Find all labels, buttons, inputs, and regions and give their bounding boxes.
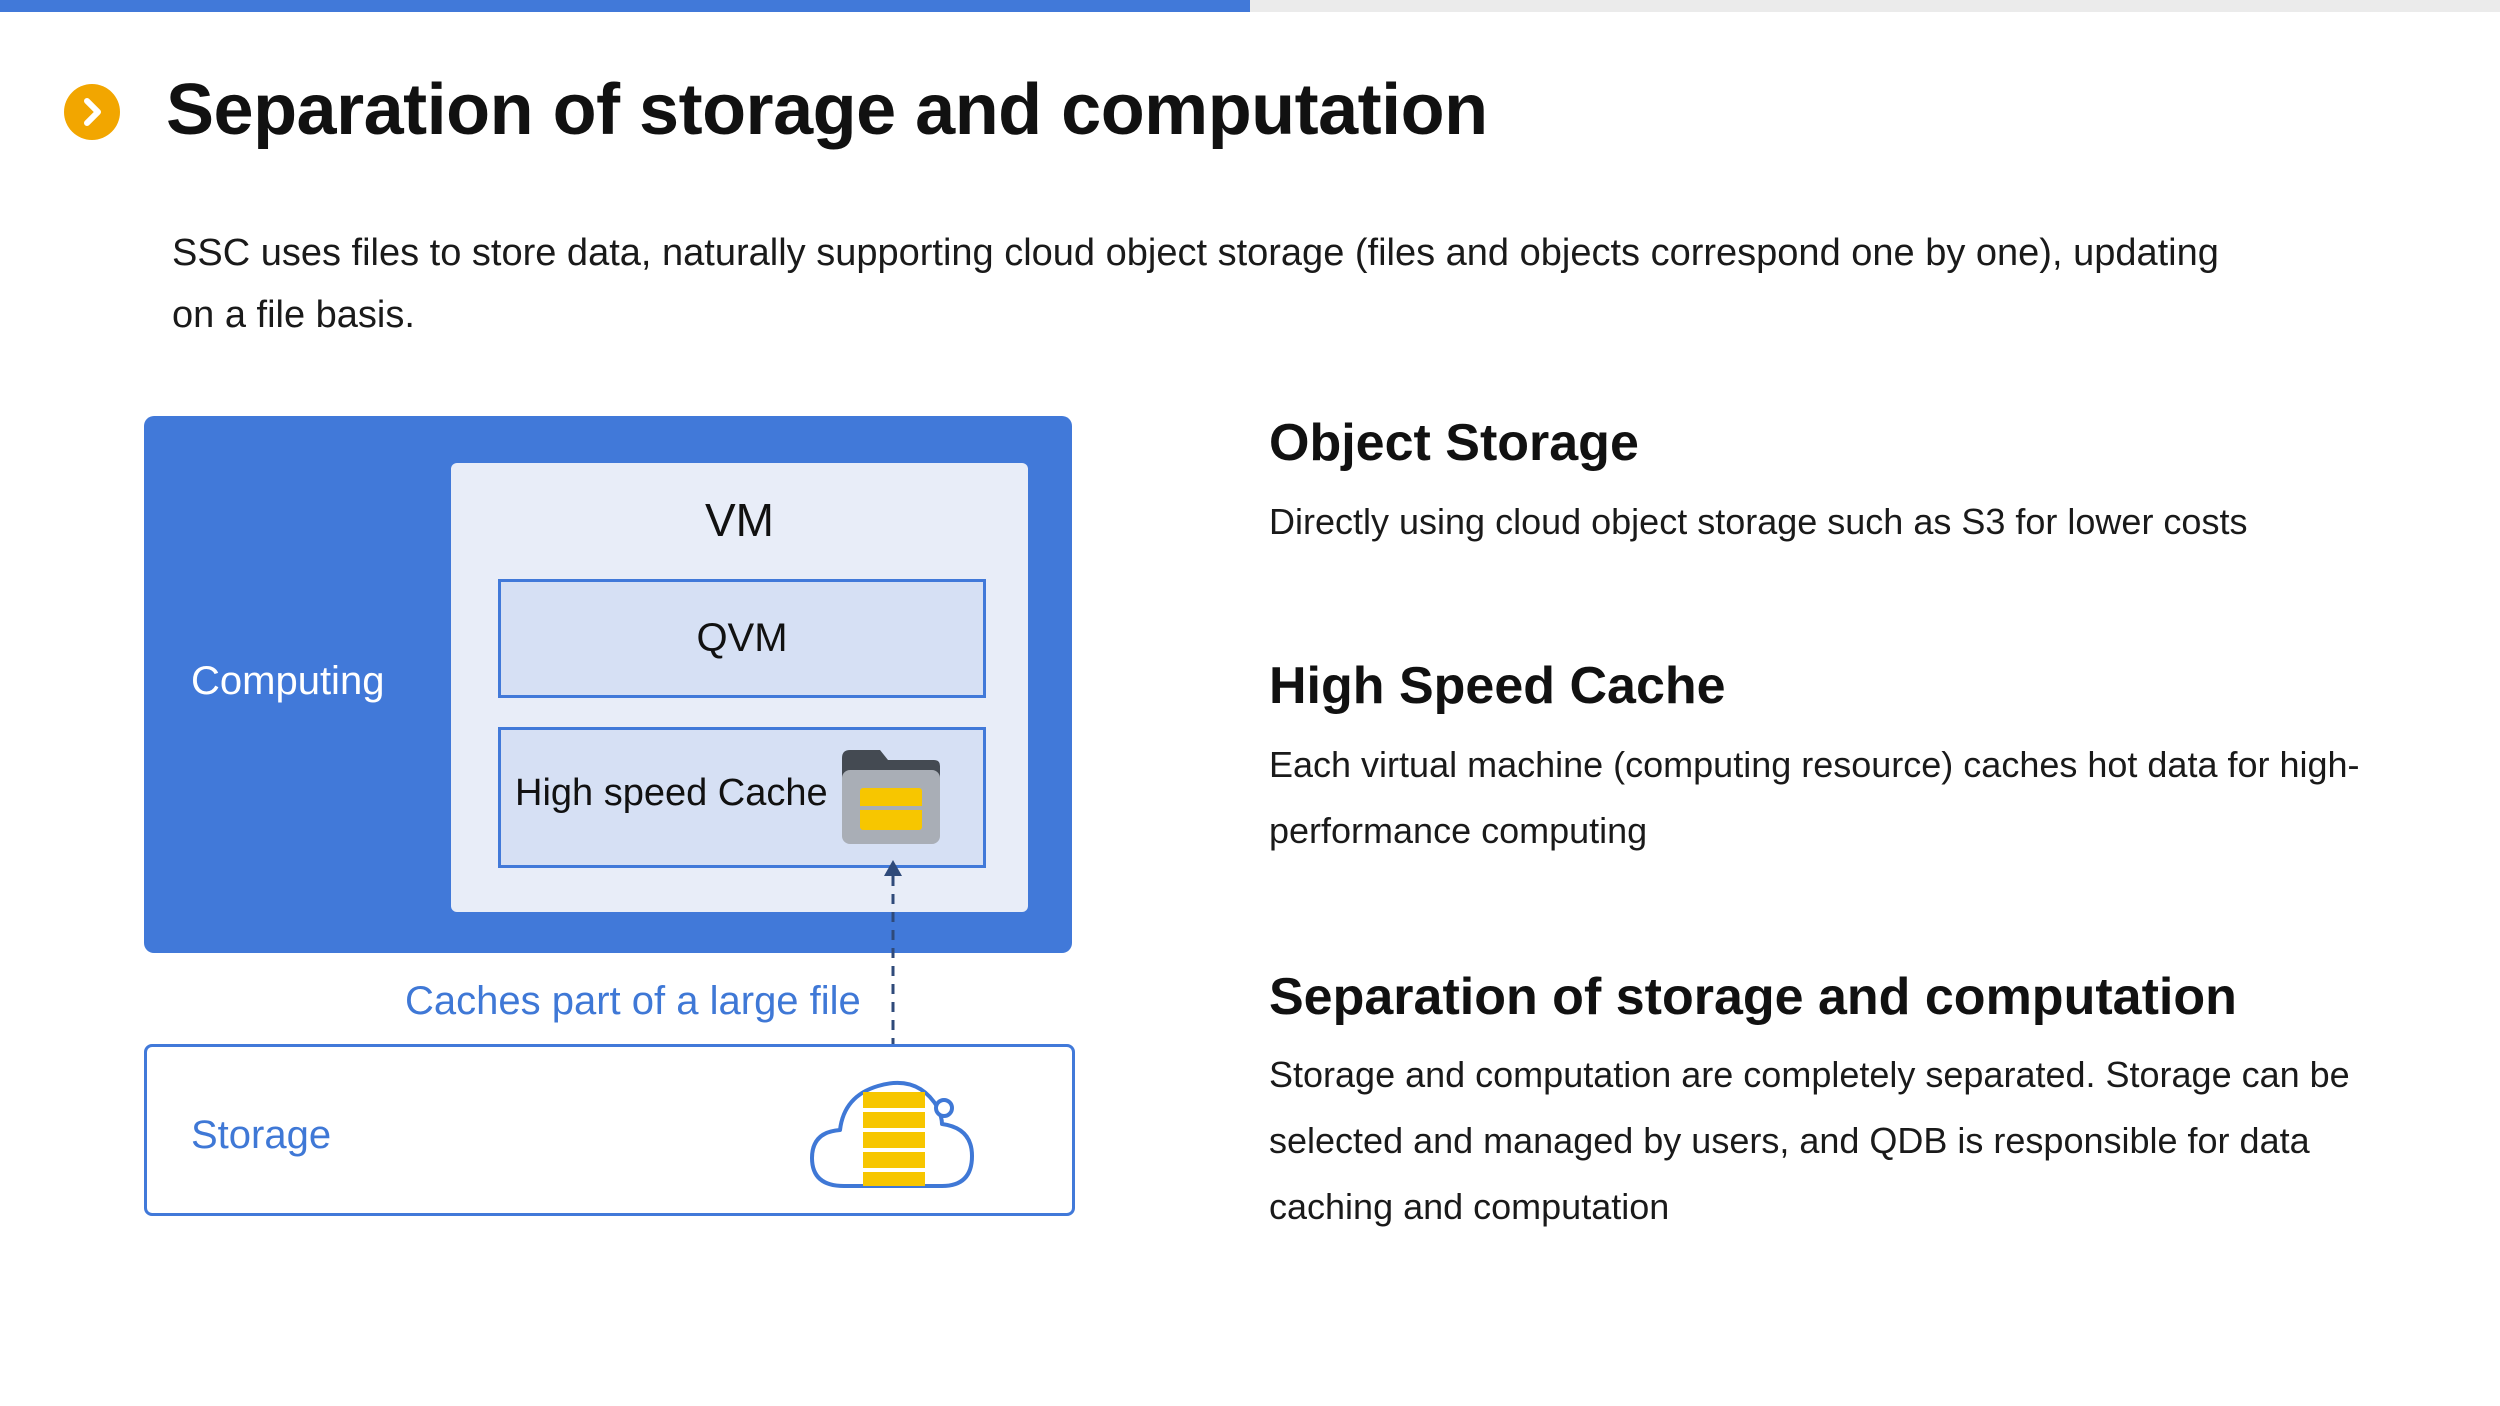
object-storage-heading: Object Storage <box>1269 414 1639 472</box>
high-speed-cache-heading: High Speed Cache <box>1269 657 1726 715</box>
separation-description: Storage and computation are completely s… <box>1269 1054 2350 1227</box>
vm-label: VM <box>705 494 774 546</box>
progress-bar <box>0 0 2500 12</box>
progress-bar-fill <box>0 0 1250 12</box>
object-storage-description: Directly using cloud object storage such… <box>1269 501 2248 542</box>
cloud-storage-icon <box>808 1068 978 1203</box>
chevron-right-circle-icon <box>64 84 120 140</box>
intro-paragraph: SSC uses files to store data, naturally … <box>172 232 2219 336</box>
dashed-arrow <box>884 860 902 1048</box>
separation-heading: Separation of storage and computation <box>1269 968 2237 1026</box>
caches-arrow-label: Caches part of a large file <box>405 979 861 1023</box>
page-title: Separation of storage and computation <box>166 70 1488 150</box>
high-speed-cache-label: High speed Cache <box>515 772 828 814</box>
database-folder-icon <box>838 744 942 853</box>
qvm-label: QVM <box>696 616 788 660</box>
qvm-box <box>498 579 986 698</box>
storage-label: Storage <box>191 1113 332 1157</box>
high-speed-cache-description: Each virtual machine (computing resource… <box>1269 744 2360 851</box>
computing-label: Computing <box>191 659 385 703</box>
